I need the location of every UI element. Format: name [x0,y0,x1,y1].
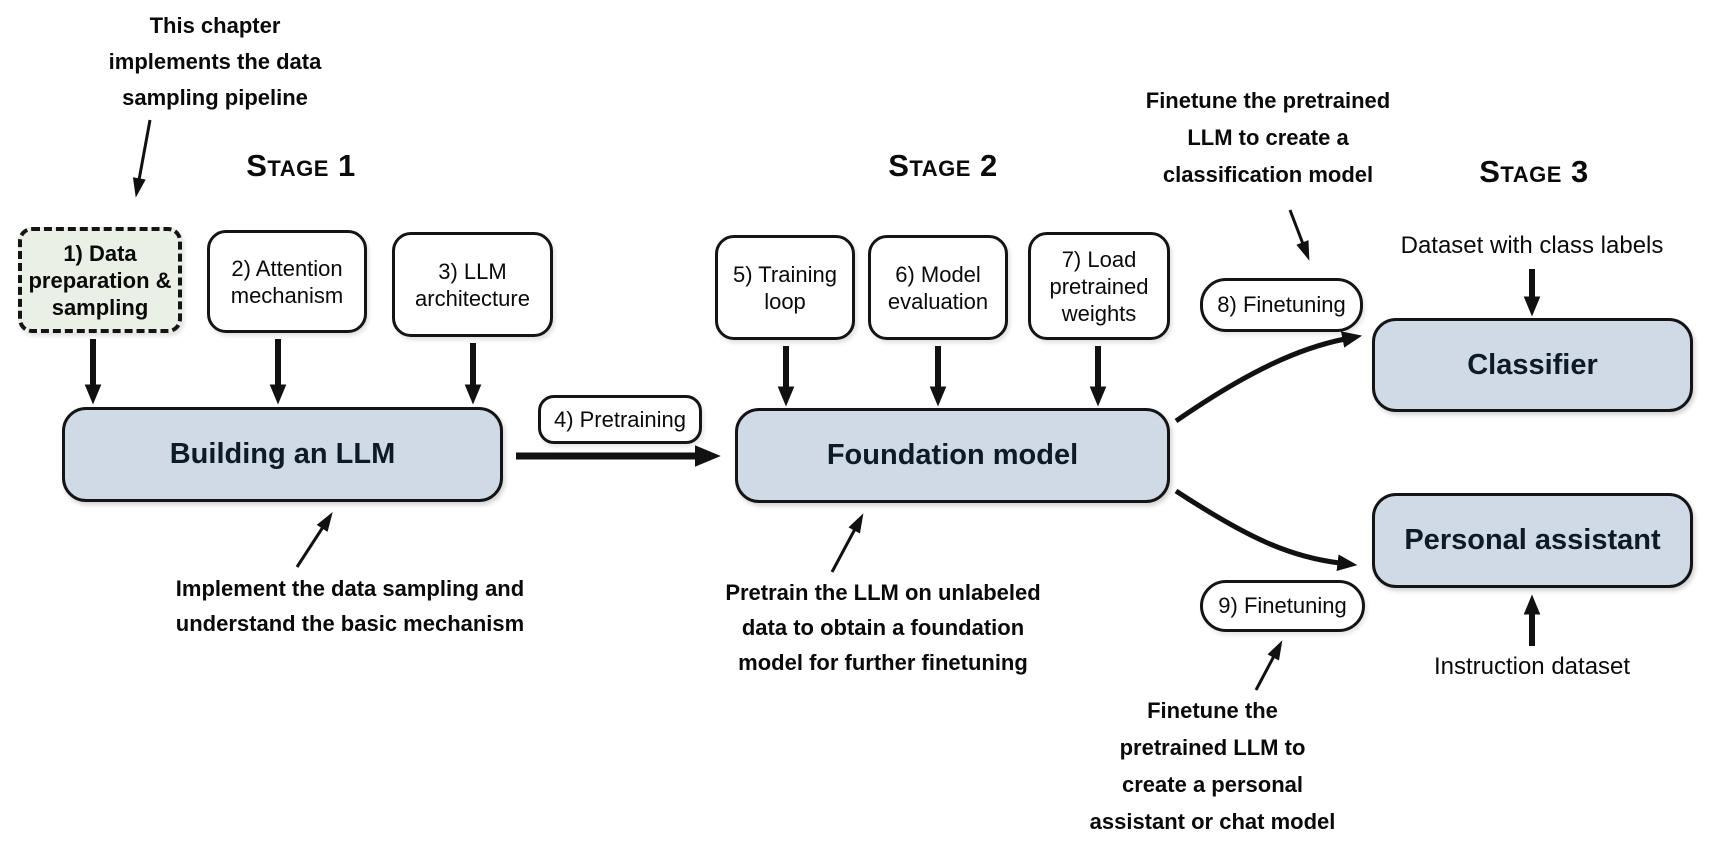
note-line: Implement the data sampling and [175,576,525,601]
arrow-pretrainnote-to-foundation [830,513,864,573]
foundation-model-box: Foundation model [735,408,1170,503]
note-finetune-classification: Finetune the pretrained LLM to create a … [1123,82,1413,193]
note-line: implements the data [108,49,322,74]
arrow-assistantnote-to-finetuning9 [1254,640,1283,691]
step-pretraining-pill: 4) Pretraining [538,395,702,444]
note-line: data to obtain a foundation [741,615,1025,640]
step-data-preparation-box: 1) Data preparation & sampling [18,227,182,333]
note-line: sampling pipeline [122,85,308,110]
note-line: Finetune the pretrained [1145,88,1391,113]
note-line: pretrained LLM to [1119,735,1306,760]
arrow-classificationnote-to-finetuning8 [1288,209,1310,261]
building-an-llm-box: Building an LLM [62,407,503,502]
arrow-foundation-to-assistant [1174,488,1358,571]
arrow-implementnote-to-building [295,512,333,568]
personal-assistant-box: Personal assistant [1372,493,1693,588]
note-line: classification model [1162,162,1374,187]
note-line: Finetune the [1147,698,1278,723]
note-line: assistant or chat model [1089,809,1336,834]
instruction-dataset-label: Instruction dataset [1433,653,1631,680]
stage-1-heading: Stage 1 [246,148,356,183]
step-finetuning-classifier-pill: 8) Finetuning [1200,278,1363,332]
note-implement-sampling: Implement the data sampling and understa… [160,571,540,641]
note-line: LLM to create a [1187,125,1349,150]
note-finetune-assistant: Finetune the pretrained LLM to create a … [1065,692,1360,840]
note-pretrain-foundation: Pretrain the LLM on unlabeled data to ob… [703,575,1063,680]
stage-3-heading: Stage 3 [1479,154,1589,189]
step-load-weights-box: 7) Load pretrained weights [1028,232,1170,340]
note-line: Pretrain the LLM on unlabeled [725,580,1041,605]
step-training-loop-box: 5) Training loop [715,235,855,340]
arrow-chapternote-to-dataprep [132,119,152,198]
step-llm-architecture-box: 3) LLM architecture [392,232,553,337]
step-model-evaluation-box: 6) Model evaluation [868,235,1008,340]
arrow-foundation-to-classifier [1174,331,1363,424]
note-line: model for further finetuning [738,650,1028,675]
step-finetuning-assistant-pill: 9) Finetuning [1200,580,1365,632]
note-line: understand the basic mechanism [175,611,525,636]
note-line: This chapter [149,13,281,38]
step-attention-box: 2) Attention mechanism [207,230,367,333]
class-dataset-label: Dataset with class labels [1400,232,1664,259]
note-line: create a personal [1122,772,1303,797]
note-chapter-scope: This chapter implements the data samplin… [90,8,340,116]
stage-2-heading: Stage 2 [888,148,998,183]
classifier-box: Classifier [1372,318,1693,412]
